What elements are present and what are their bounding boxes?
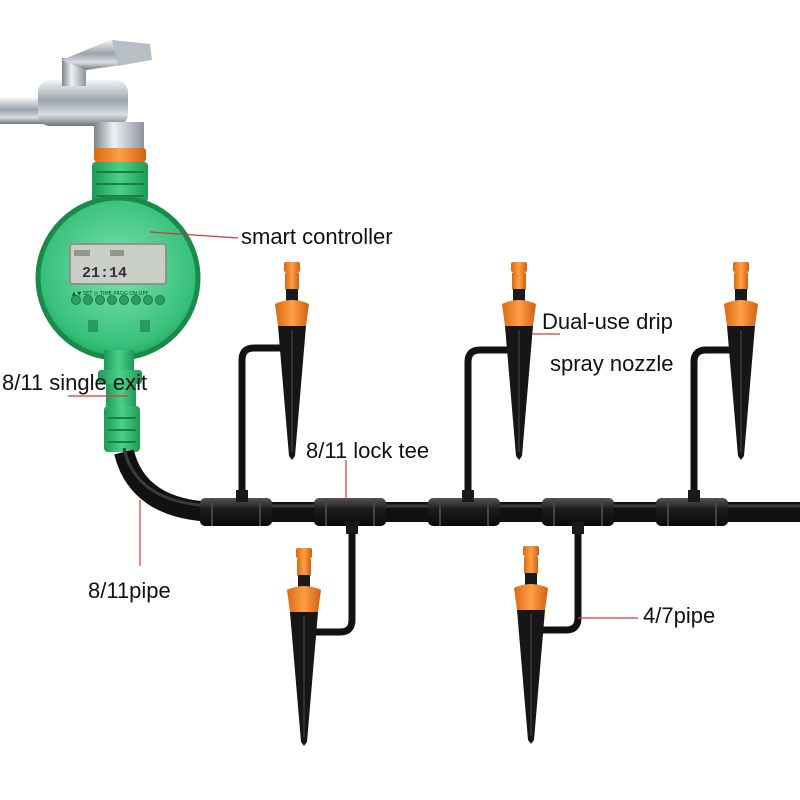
nozzle-stake-1	[274, 261, 310, 461]
tee-connectors	[199, 490, 729, 534]
label-dual-use-nozzle-line2: spray nozzle	[550, 351, 674, 376]
lcd-time: 21:14	[82, 265, 127, 282]
label-lock-tee: 8/11 lock tee	[306, 438, 430, 463]
label-dual-use-nozzle-line1: Dual-use drip	[542, 309, 673, 334]
controller-icons: ▲ ▼ SET ◷ TIME PROG ON OFF	[72, 291, 148, 297]
nozzle-stake-5	[513, 545, 549, 745]
controller-buttons	[71, 295, 165, 305]
nozzle-stake-2	[501, 261, 537, 461]
label-main-pipe: 8/11pipe	[88, 578, 171, 603]
leader-lines	[68, 231, 638, 619]
nozzle-stake-3	[723, 261, 759, 461]
branch-pipes-upper	[238, 344, 744, 504]
label-smart-controller: smart controller	[241, 224, 393, 249]
label-branch-pipe: 4/7pipe	[643, 603, 716, 628]
smart-controller: 21:14 ▲ ▼ SET ◷ TIME PROG ON OFF	[35, 162, 201, 452]
label-single-exit: 8/11 single exit	[2, 370, 148, 395]
nozzle-stake-4	[286, 547, 322, 747]
faucet	[0, 40, 152, 162]
